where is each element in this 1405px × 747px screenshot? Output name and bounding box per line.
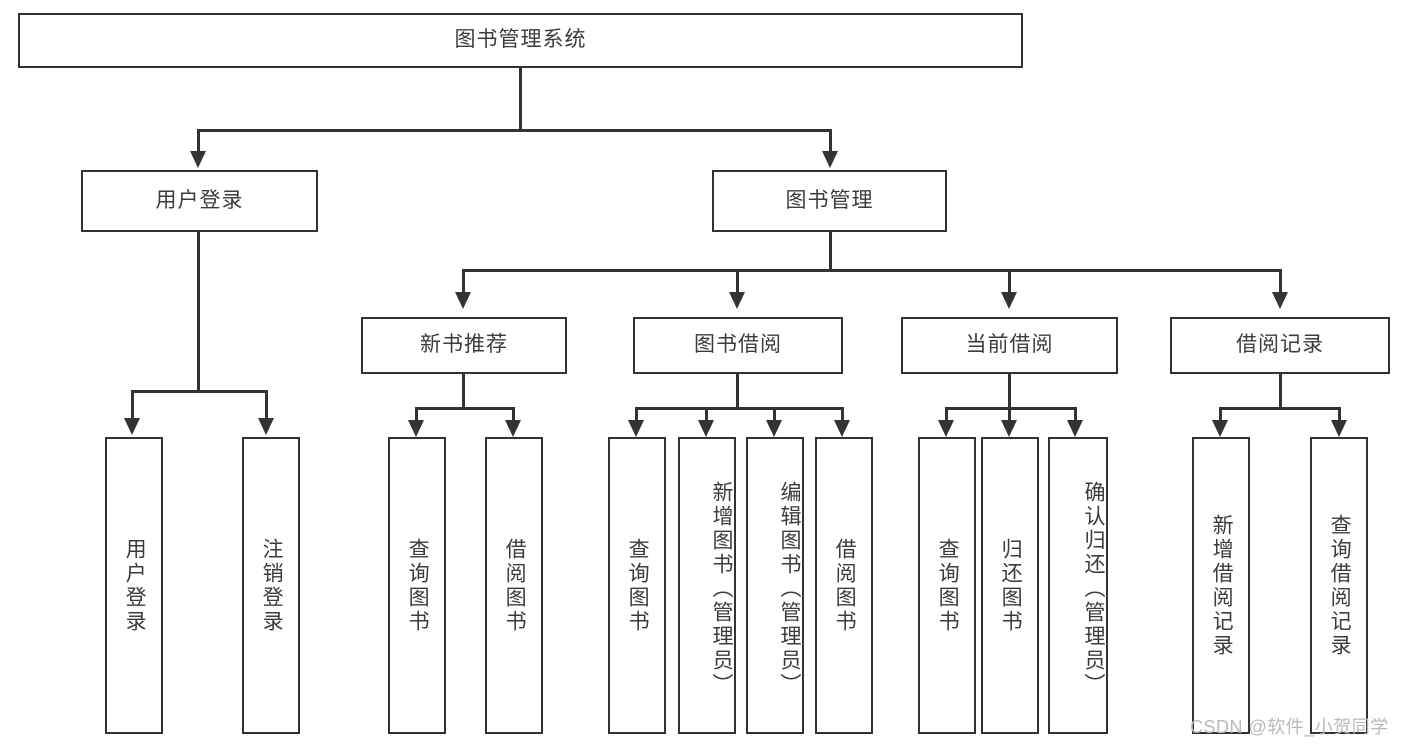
arrowhead-book-management <box>822 151 838 168</box>
node-label: 当前借阅 <box>965 333 1054 357</box>
node-label: 用户登录 <box>155 188 244 212</box>
arrowhead-user-login <box>190 151 206 168</box>
connector-drop-leaf-bb-1 <box>635 407 638 420</box>
connector-book-borrow-stem <box>736 374 739 409</box>
connector-drop-leaf-br-1 <box>1219 407 1222 420</box>
leaf-bb-borrow-book[interactable]: 借阅图书 <box>815 437 873 734</box>
connector-book-management-stem <box>829 232 832 271</box>
connector-drop-current-borrow <box>1008 269 1011 292</box>
connector-drop-book-borrow <box>736 269 739 292</box>
leaf-cb-confirm-return-admin[interactable]: 确认归还（管理员） <box>1048 437 1108 734</box>
node-label: 用户登录 <box>123 537 147 634</box>
node-label: 借阅图书 <box>503 537 527 634</box>
leaf-nbr-borrow-book[interactable]: 借阅图书 <box>485 437 543 734</box>
connector-new-book-recommend-stem <box>462 374 465 409</box>
connector-drop-leaf-nbr-1 <box>415 407 418 420</box>
connector-drop-leaf-user-login-2 <box>265 390 268 418</box>
leaf-br-add-record[interactable]: 新增借阅记录 <box>1192 437 1250 734</box>
node-label: 注销登录 <box>260 537 284 634</box>
connector-new-book-recommend-bus <box>415 407 515 410</box>
connector-current-borrow-stem <box>1008 374 1011 409</box>
node-label: 查询借阅记录 <box>1328 513 1352 658</box>
node-label: 借阅图书 <box>833 537 857 634</box>
node-label: 图书管理系统 <box>454 28 587 52</box>
connector-book-borrow-bus <box>635 407 843 410</box>
leaf-bb-edit-book-admin[interactable]: 编辑图书（管理员） <box>746 437 804 734</box>
node-label: 查询图书 <box>406 537 430 634</box>
node-label: 借阅记录 <box>1236 333 1324 357</box>
node-label: 图书借阅 <box>694 333 782 357</box>
connector-borrow-record-stem <box>1279 374 1282 409</box>
connector-user-login-bus <box>131 390 268 393</box>
connector-drop-leaf-bb-4 <box>841 407 844 420</box>
arrowhead-book-borrow <box>729 292 745 309</box>
node-root-book-management-system[interactable]: 图书管理系统 <box>18 13 1023 68</box>
node-label: 新增借阅记录 <box>1210 513 1234 658</box>
node-user-login[interactable]: 用户登录 <box>81 170 318 232</box>
connector-level3-bus <box>462 269 1282 272</box>
leaf-cb-query-book[interactable]: 查询图书 <box>918 437 976 734</box>
connector-user-login-stem <box>197 232 200 392</box>
arrowhead-leaf-cb-1 <box>938 420 954 437</box>
connector-current-borrow-bus <box>945 407 1077 410</box>
arrowhead-leaf-bb-1 <box>628 420 644 437</box>
leaf-cb-return-book[interactable]: 归还图书 <box>981 437 1039 734</box>
arrowhead-leaf-cb-3 <box>1067 420 1083 437</box>
connector-root-bus <box>197 129 832 132</box>
arrowhead-leaf-br-1 <box>1212 420 1228 437</box>
connector-drop-leaf-nbr-2 <box>512 407 515 420</box>
node-new-book-recommend[interactable]: 新书推荐 <box>361 317 567 374</box>
connector-drop-leaf-bb-3 <box>773 407 776 420</box>
connector-drop-new-book-recommend <box>462 269 465 292</box>
node-current-borrow[interactable]: 当前借阅 <box>901 317 1118 374</box>
connector-drop-leaf-cb-2 <box>1008 407 1011 420</box>
arrowhead-new-book-recommend <box>455 292 471 309</box>
node-label: 查询图书 <box>626 537 650 634</box>
node-label: 确认归还（管理员） <box>1082 480 1105 697</box>
node-label: 图书管理 <box>785 188 874 212</box>
node-label: 编辑图书（管理员） <box>778 480 801 697</box>
arrowhead-borrow-record <box>1272 292 1288 309</box>
connector-drop-user-login <box>197 129 200 151</box>
connector-drop-leaf-bb-2 <box>705 407 708 420</box>
connector-drop-borrow-record <box>1279 269 1282 292</box>
node-book-management[interactable]: 图书管理 <box>712 170 947 232</box>
leaf-bb-query-book[interactable]: 查询图书 <box>608 437 666 734</box>
arrowhead-leaf-nbr-2 <box>505 420 521 437</box>
csdn-watermark: CSDN @软件_小贺同学 <box>1190 717 1389 737</box>
arrowhead-leaf-nbr-1 <box>408 420 424 437</box>
leaf-user-login-logout[interactable]: 注销登录 <box>242 437 300 734</box>
leaf-user-login-login[interactable]: 用户登录 <box>105 437 163 734</box>
arrowhead-current-borrow <box>1001 292 1017 309</box>
node-label: 新书推荐 <box>420 333 508 357</box>
leaf-br-query-record[interactable]: 查询借阅记录 <box>1310 437 1368 734</box>
arrowhead-leaf-user-login-2 <box>258 418 274 435</box>
arrowhead-leaf-cb-2 <box>1001 420 1017 437</box>
arrowhead-leaf-br-2 <box>1331 420 1347 437</box>
connector-drop-leaf-user-login-1 <box>131 390 134 418</box>
connector-drop-leaf-cb-3 <box>1074 407 1077 420</box>
arrowhead-leaf-bb-3 <box>766 420 782 437</box>
leaf-nbr-query-book[interactable]: 查询图书 <box>388 437 446 734</box>
node-label: 新增图书（管理员） <box>710 480 733 697</box>
node-label: 查询图书 <box>936 537 960 634</box>
connector-borrow-record-bus <box>1219 407 1341 410</box>
node-borrow-record[interactable]: 借阅记录 <box>1170 317 1390 374</box>
connector-drop-leaf-br-2 <box>1338 407 1341 420</box>
connector-root-stem <box>519 68 522 130</box>
arrowhead-leaf-user-login-1 <box>124 418 140 435</box>
connector-drop-book-management <box>829 129 832 151</box>
node-label: 归还图书 <box>999 537 1023 634</box>
node-book-borrow[interactable]: 图书借阅 <box>633 317 843 374</box>
arrowhead-leaf-bb-4 <box>834 420 850 437</box>
leaf-bb-add-book-admin[interactable]: 新增图书（管理员） <box>678 437 736 734</box>
connector-drop-leaf-cb-1 <box>945 407 948 420</box>
arrowhead-leaf-bb-2 <box>698 420 714 437</box>
